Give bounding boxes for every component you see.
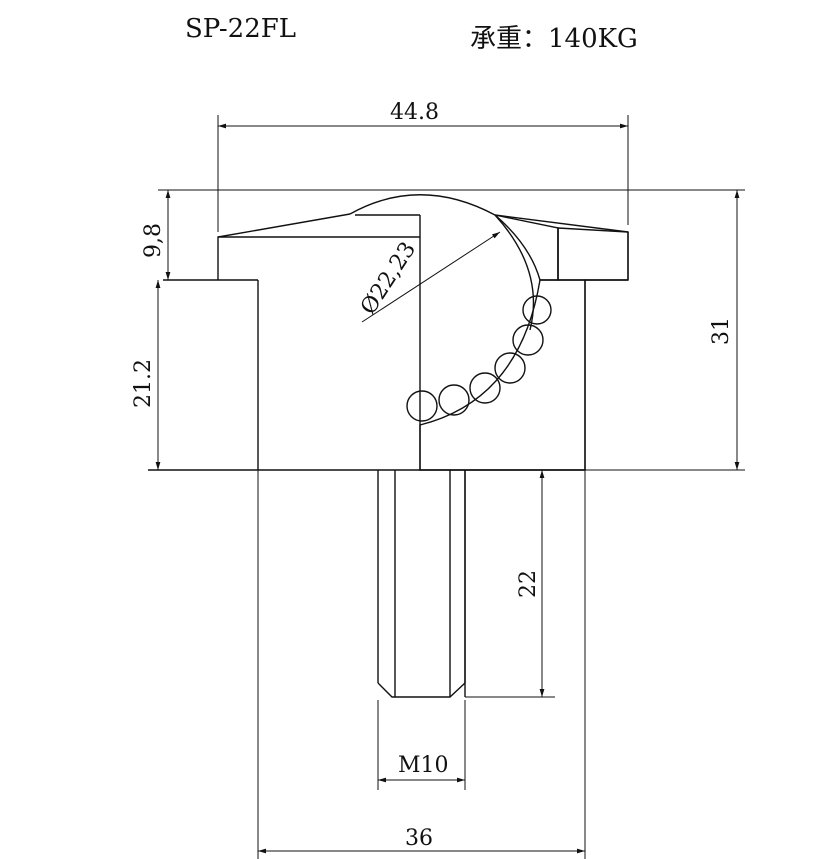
dim-stud-length: 22: [516, 570, 541, 598]
load-capacity-label: 承重：140KG: [470, 24, 638, 54]
dim-ball-diameter: Ø22,23: [356, 238, 421, 320]
dimension-lines: [155, 123, 740, 854]
dim-body-width: 36: [405, 826, 433, 851]
bearing-balls: [406, 295, 552, 422]
threaded-stud: [377, 470, 466, 698]
dim-thread: M10: [398, 753, 449, 778]
dim-overall-width: 44.8: [390, 100, 439, 125]
main-ball: [349, 194, 535, 331]
section-hatching: [419, 214, 629, 471]
extension-lines: [158, 115, 745, 859]
part-outline: [148, 213, 629, 471]
dim-body-height: 21.2: [131, 359, 156, 408]
model-title: SP-22FL: [185, 14, 297, 44]
dim-flange-height: 9,8: [141, 223, 166, 258]
dim-total-height: 31: [709, 317, 734, 345]
